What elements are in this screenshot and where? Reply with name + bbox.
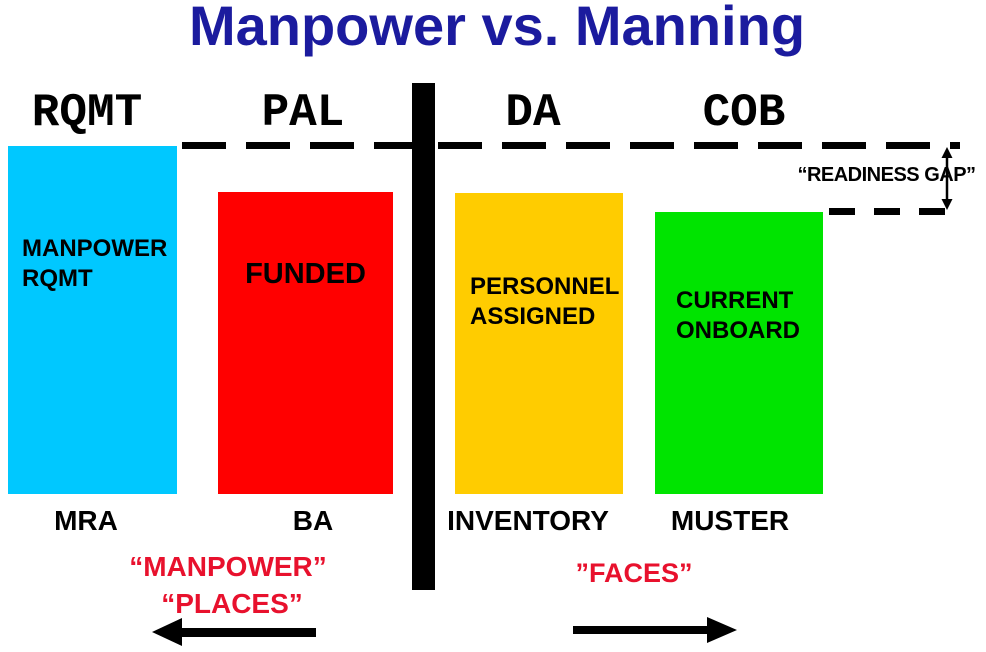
footer-inventory: INVENTORY <box>447 505 609 536</box>
bar-label-line: ONBOARD <box>676 317 800 345</box>
onboard-dashed-line <box>829 208 948 215</box>
faces-quote-label: ”FACES” <box>575 558 693 588</box>
arrow-shaft <box>573 626 711 634</box>
bar-label-current-onboard: CURRENT ONBOARD <box>676 286 800 346</box>
bar-label-line: PERSONNEL <box>470 273 620 300</box>
arrow-head <box>707 617 737 643</box>
page-title: Manpower vs. Manning <box>188 0 806 57</box>
bar-label-line: ASSIGNED <box>470 303 596 331</box>
manpower-quote-label: “MANPOWER” <box>129 551 327 582</box>
bar-current-onboard: CURRENT ONBOARD <box>655 212 823 494</box>
footer-mra: MRA <box>54 505 118 536</box>
footer-muster: MUSTER <box>670 505 790 536</box>
center-divider-bar <box>412 83 435 590</box>
bar-manpower-rqmt: MANPOWER RQMT <box>8 146 177 494</box>
header-rqmt: RQMT <box>31 87 143 139</box>
bar-personnel-assigned: PERSONNEL ASSIGNED <box>455 193 623 494</box>
bar-label-manpower-rqmt: MANPOWER RQMT <box>22 234 167 294</box>
bar-funded: FUNDED <box>218 192 393 494</box>
bar-label-line: RQMT <box>22 265 93 293</box>
bar-label-line: CURRENT <box>676 287 794 314</box>
bar-label-line: FUNDED <box>245 258 366 290</box>
bar-label-personnel-assigned: PERSONNEL ASSIGNED <box>470 272 619 332</box>
left-direction-arrow-icon <box>152 618 318 646</box>
right-direction-arrow-icon <box>573 617 737 643</box>
header-cob: COB <box>702 87 786 139</box>
places-quote-label: “PLACES” <box>161 588 303 619</box>
arrow-head <box>152 618 182 646</box>
footer-ba: BA <box>292 505 334 536</box>
header-da: DA <box>505 87 561 139</box>
readiness-gap-arrow-icon <box>941 147 953 210</box>
bar-label-funded: FUNDED <box>218 256 393 293</box>
header-pal: PAL <box>261 87 345 139</box>
arrow-shaft <box>178 628 316 637</box>
requirement-dashed-line <box>182 142 960 149</box>
readiness-gap-label: “READINESS GAP” <box>797 164 976 186</box>
bar-label-line: MANPOWER <box>22 235 168 262</box>
